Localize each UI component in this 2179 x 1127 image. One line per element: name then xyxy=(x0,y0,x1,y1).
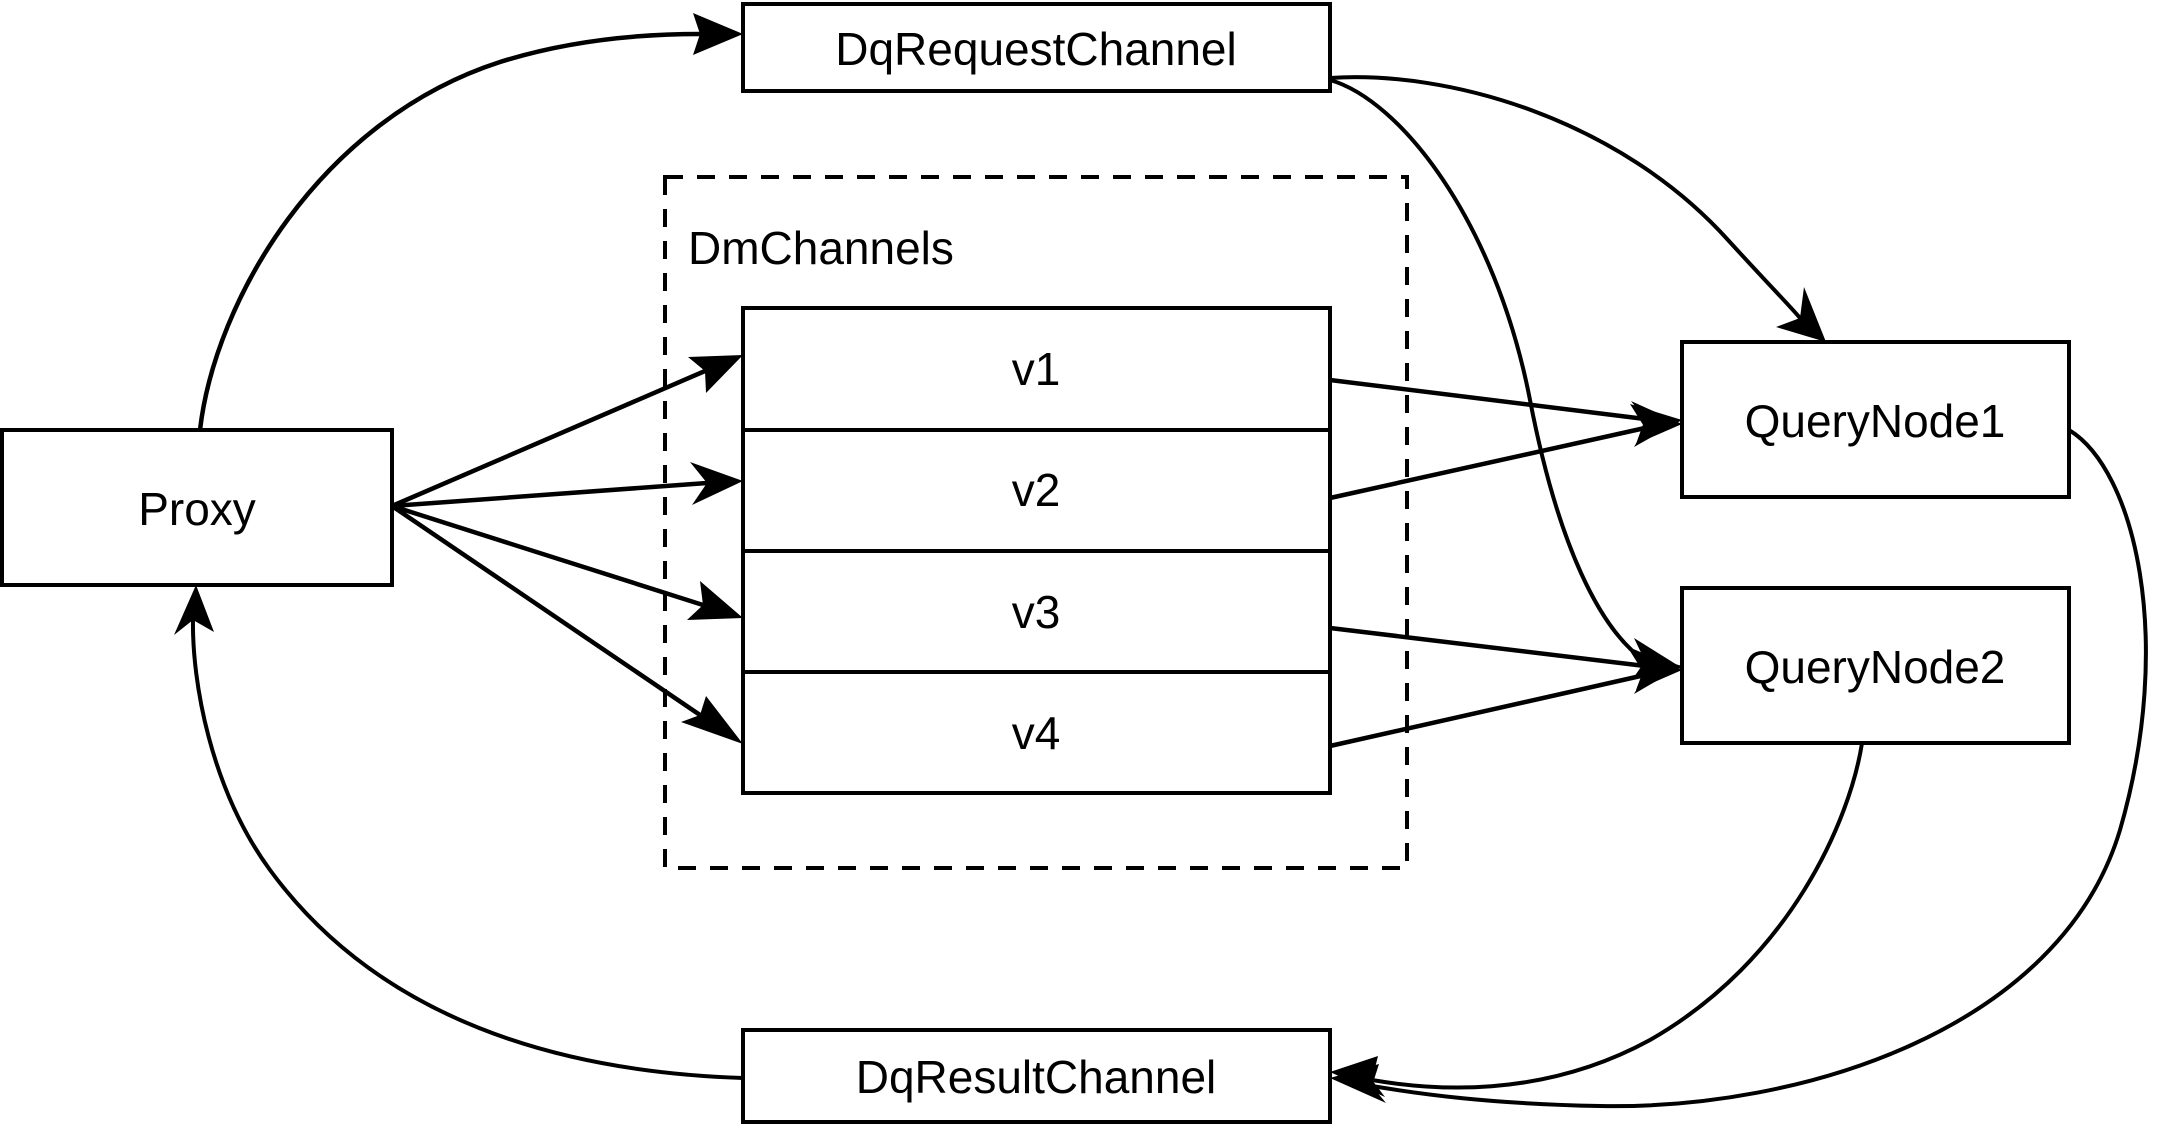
dq-result-channel-label: DqResultChannel xyxy=(856,1051,1217,1103)
shard-row-v2-label: v2 xyxy=(1012,464,1061,516)
dm-channels-label: DmChannels xyxy=(688,222,954,274)
shard-row-v1-label: v1 xyxy=(1012,343,1061,395)
dq-request-channel-label: DqRequestChannel xyxy=(835,23,1237,75)
shard-row-v3-label: v3 xyxy=(1012,586,1061,638)
edge-proxy-to-v1 xyxy=(391,355,743,509)
edge-proxy-to-v2 xyxy=(391,462,743,509)
arrowhead-dq-result-channel-in-b xyxy=(1330,1064,1386,1103)
query-node-1-box[interactable] xyxy=(1680,340,2071,499)
arrowhead-v4-in xyxy=(681,696,743,744)
edge-proxy-to-dq-request-channel xyxy=(197,13,743,431)
dq-result-channel-box[interactable] xyxy=(741,1028,1332,1124)
arrowhead-query-node-1-top-in xyxy=(1776,287,1826,342)
query-node-2-label: QueryNode2 xyxy=(1745,641,2006,693)
arrowhead-v1-in xyxy=(688,355,743,393)
proxy-box[interactable] xyxy=(0,428,394,587)
node-dq-result-channel[interactable]: DqResultChannel xyxy=(741,1028,1332,1124)
edge-proxy-to-v4 xyxy=(390,504,743,744)
node-query-node-2[interactable]: QueryNode2 xyxy=(1680,586,2071,745)
edge-dq-request-channel-to-query-node-2 xyxy=(1329,78,1682,680)
arrowhead-v3-in xyxy=(687,581,743,620)
dm-channels-border xyxy=(663,175,1409,870)
edge-query-node-2-to-dq-result-channel xyxy=(1330,742,1864,1097)
query-node-1-label: QueryNode1 xyxy=(1745,395,2006,447)
edge-query-node-1-to-dq-result-channel xyxy=(1330,428,2148,1109)
dq-request-channel-box[interactable] xyxy=(741,2,1332,93)
query-node-2-box[interactable] xyxy=(1680,586,2071,745)
arrowhead-dq-request-channel-in xyxy=(693,13,743,55)
edge-dq-result-channel-to-proxy xyxy=(174,585,744,1080)
edge-dq-request-channel-to-query-node-1 xyxy=(1329,75,1826,342)
shard-row-v4-label: v4 xyxy=(1012,707,1061,759)
node-query-node-1[interactable]: QueryNode1 xyxy=(1680,340,2071,499)
arrowhead-query-node-2-top-in xyxy=(1632,638,1682,680)
node-dq-request-channel[interactable]: DqRequestChannel xyxy=(741,2,1332,93)
proxy-label: Proxy xyxy=(138,483,256,535)
arrowhead-v2-in xyxy=(690,462,743,505)
edge-v1-to-query-node-1 xyxy=(1329,377,1682,444)
shard-stack: v1 v2 v3 v4 xyxy=(741,306,1332,795)
edge-v2-to-query-node-1 xyxy=(1329,404,1682,501)
edge-proxy-to-v3 xyxy=(391,503,743,620)
arrowhead-proxy-in xyxy=(174,585,214,635)
dm-channels-group: DmChannels xyxy=(663,175,1409,870)
node-proxy[interactable]: Proxy xyxy=(0,428,394,587)
arrowhead-query-node-1-in-b xyxy=(1630,404,1682,447)
